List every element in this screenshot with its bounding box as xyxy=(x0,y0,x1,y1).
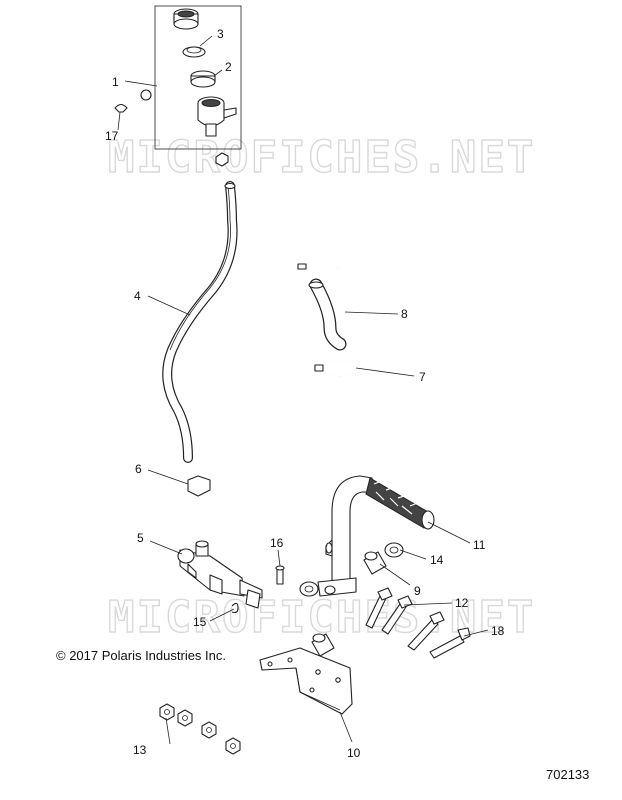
part-washer[interactable] xyxy=(299,581,319,597)
callout-5: 5 xyxy=(137,531,144,545)
part-reservoir-cap[interactable] xyxy=(173,8,199,30)
part-brake-pedal[interactable] xyxy=(317,475,435,597)
part-sleeve[interactable] xyxy=(363,551,387,575)
callout-15: 15 xyxy=(193,615,207,629)
part-rivet[interactable] xyxy=(114,89,152,113)
callouts: 1 2 3 4 5 6 7 8 9 10 11 12 13 14 15 16 1… xyxy=(105,27,505,760)
part-bolt-18b[interactable] xyxy=(429,627,471,659)
part-retaining-clip[interactable] xyxy=(231,602,239,614)
callout-8: 8 xyxy=(401,307,408,321)
callout-17: 17 xyxy=(105,129,119,143)
part-reservoir-body[interactable] xyxy=(197,96,237,137)
part-clevis-pin[interactable] xyxy=(275,565,285,585)
callout-14: 14 xyxy=(430,553,444,567)
part-master-cylinder[interactable] xyxy=(177,540,263,609)
part-nut-small[interactable] xyxy=(215,152,229,167)
callout-6: 6 xyxy=(135,462,142,476)
callout-1: 1 xyxy=(112,75,119,89)
part-nut-13c[interactable] xyxy=(201,721,217,739)
part-mounting-bracket[interactable] xyxy=(259,647,353,715)
part-hose-cap[interactable] xyxy=(187,475,211,497)
part-nut-13a[interactable] xyxy=(159,703,175,721)
callout-9: 9 xyxy=(414,584,421,598)
callout-7: 7 xyxy=(419,370,426,384)
part-bolt-12a[interactable] xyxy=(365,587,393,629)
leader-lines xyxy=(117,35,489,745)
copyright-notice: © 2017 Polaris Industries Inc. xyxy=(56,648,226,663)
callout-2: 2 xyxy=(225,60,232,74)
document-number: 702133 xyxy=(546,767,589,782)
callout-3: 3 xyxy=(217,27,224,41)
callout-10: 10 xyxy=(347,746,361,760)
part-spacer[interactable] xyxy=(311,633,335,657)
callout-11: 11 xyxy=(473,538,486,552)
reservoir-kit-box xyxy=(154,5,242,150)
part-clamp-lower[interactable] xyxy=(314,359,366,377)
part-bolt-18a[interactable] xyxy=(407,611,445,651)
callout-18: 18 xyxy=(491,624,505,638)
part-hose[interactable] xyxy=(162,181,238,463)
part-clamp-upper[interactable] xyxy=(297,238,346,270)
callout-4: 4 xyxy=(134,289,141,303)
callout-16: 16 xyxy=(270,536,284,550)
part-bushing-large[interactable] xyxy=(384,542,404,558)
callout-13: 13 xyxy=(133,743,147,757)
watermark-top: MICROFICHES.NET xyxy=(108,132,535,183)
callout-12: 12 xyxy=(455,596,469,610)
part-vent-hose[interactable] xyxy=(308,278,347,351)
part-diaphragm[interactable] xyxy=(182,46,206,58)
part-nut-13d[interactable] xyxy=(225,737,241,755)
part-nut-13b[interactable] xyxy=(177,709,193,727)
part-reservoir-ring[interactable] xyxy=(190,70,216,88)
